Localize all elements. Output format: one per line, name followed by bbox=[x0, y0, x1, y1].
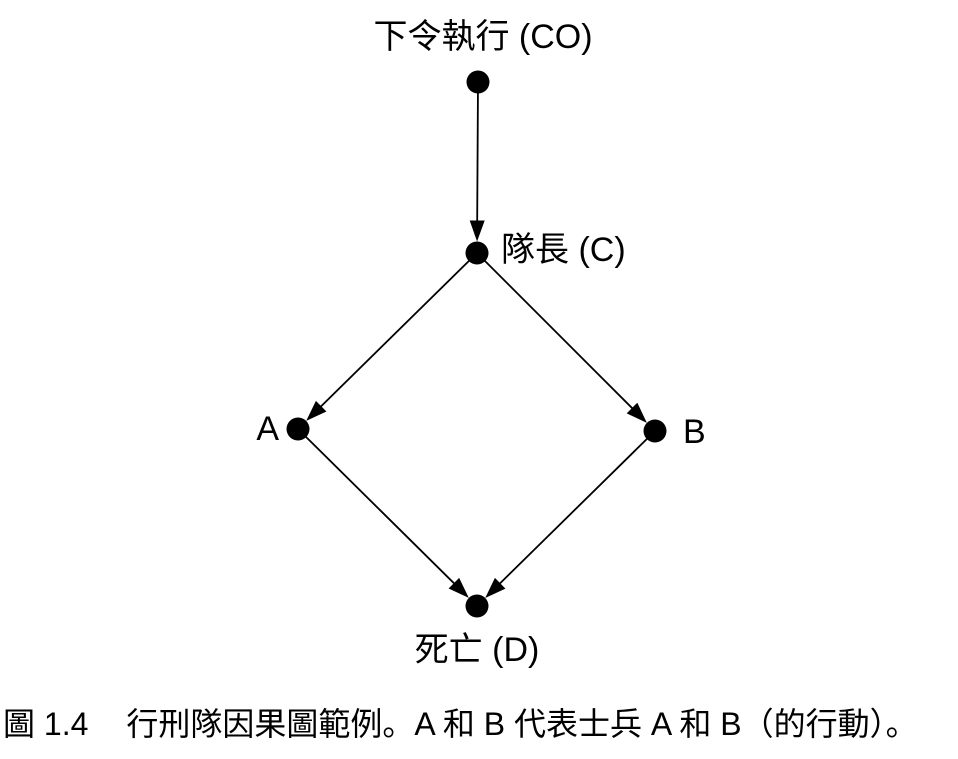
node-B-dot bbox=[643, 419, 667, 443]
arrowhead-C-B bbox=[626, 402, 647, 423]
node-C-label: 隊長 (C) bbox=[501, 231, 626, 269]
edge-C-A bbox=[319, 252, 478, 409]
node-CO-dot bbox=[466, 70, 490, 94]
node-A-dot bbox=[286, 417, 310, 441]
arrowhead-B-D bbox=[485, 577, 506, 598]
node-B-label: B bbox=[683, 413, 706, 451]
node-A-label: A bbox=[256, 410, 279, 448]
figure-caption: 圖 1.4 行刑隊因果圖範例。A 和 B 代表士兵 A 和 B（的行動）。 bbox=[3, 706, 955, 743]
edge-C-B bbox=[476, 252, 635, 411]
arrowhead-CO-C bbox=[469, 220, 485, 242]
causal-diagram: 下令執行 (CO) 隊長 (C) A B 死亡 (D) bbox=[256, 18, 706, 669]
arrowhead-C-A bbox=[306, 400, 327, 421]
figure-caption-text: 行刑隊因果圖範例。A 和 B 代表士兵 A 和 B（的行動）。 bbox=[126, 706, 918, 742]
edge-CO-C bbox=[476, 81, 479, 223]
node-CO-label: 下令執行 (CO) bbox=[373, 18, 592, 56]
node-D-dot bbox=[465, 594, 489, 618]
arrowhead-A-D bbox=[448, 577, 469, 598]
edge-A-D bbox=[297, 428, 456, 586]
node-D-label: 死亡 (D) bbox=[415, 631, 540, 669]
edge-B-D bbox=[498, 430, 656, 586]
figure-number-label: 圖 1.4 bbox=[3, 706, 89, 742]
node-C-dot bbox=[465, 241, 489, 265]
